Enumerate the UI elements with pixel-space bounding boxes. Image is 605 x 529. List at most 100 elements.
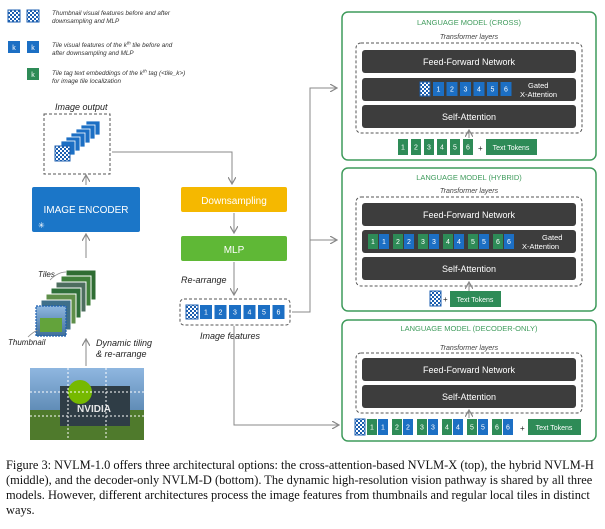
lm-decoder-thumbnail-token (354, 418, 366, 436)
cross-tag-token: 4 (440, 145, 444, 152)
figure-caption: Figure 3: NVLM-1.0 offers three architec… (6, 458, 594, 517)
legend-tile-k1: k (12, 45, 16, 52)
lm-cross-self-attention-block (362, 105, 576, 128)
lm-decoder-title: LANGUAGE MODEL (DECODER-ONLY) (400, 324, 538, 333)
mlp-block (181, 236, 287, 261)
image-feature-token: 6 (277, 310, 281, 317)
lm-decoder-ffn-block (362, 358, 576, 381)
lm-hybrid-transformer-label: Transformer layers (440, 188, 499, 195)
decoder-tag-token-box (442, 419, 452, 435)
cross-tag-token-box (437, 139, 447, 155)
lm-cross-title: LANGUAGE MODEL (CROSS) (417, 18, 521, 27)
legend-tile-line1: Tile visual features of the kth tile bef… (52, 41, 173, 50)
image-feature-token-box (243, 305, 256, 319)
image-features-thumbnail-token (185, 304, 199, 320)
cross-gated-token: 1 (437, 87, 441, 94)
hybrid-tag-token: 2 (396, 239, 400, 246)
image-feature-token-box (258, 305, 270, 319)
decoder-tag-token-box (417, 419, 427, 435)
legend-tile-icons: k k (8, 41, 39, 53)
photo-logo-text: NVIDIA (77, 404, 111, 415)
lm-cross-text-tokens-label: Text Tokens (493, 145, 530, 152)
decoder-tag-token: 5 (470, 425, 474, 432)
lm-decoder-self-attention-label: Self-Attention (442, 392, 496, 402)
image-feature-token-box (272, 305, 285, 319)
lm-cross-transformer-label: Transformer layers (440, 34, 499, 41)
decoder-tag-token-box (392, 419, 402, 435)
legend-thumb-line2: downsampling and MLP (52, 18, 120, 25)
image-features-box (179, 298, 291, 326)
image-output-box (43, 113, 111, 175)
lm-cross-ffn-label: Feed-Forward Network (423, 57, 516, 67)
image-feature-token-box (200, 305, 212, 319)
hybrid-tile-token: 3 (432, 239, 436, 246)
lm-decoder-ffn-label: Feed-Forward Network (423, 365, 516, 375)
decoder-tile-token-box (428, 419, 438, 435)
lm-decoder-text-tokens-label: Text Tokens (536, 425, 573, 432)
lm-hybrid-title: LANGUAGE MODEL (HYBRID) (416, 173, 522, 182)
hybrid-tag-token: 4 (446, 239, 450, 246)
rearrange-label: Re-arrange (181, 275, 227, 285)
image-feature-token-box (229, 305, 241, 319)
dynamic-tiling-label-2: & re-arrange (96, 349, 147, 359)
lm-decoder-transformer-label: Transformer layers (440, 345, 499, 352)
hybrid-tag-token-box (418, 234, 428, 249)
legend-tag-k: k (31, 72, 35, 79)
cross-tag-token-box (398, 139, 408, 155)
cross-gated-token-box (460, 82, 471, 96)
legend-tile-k2: k (31, 45, 35, 52)
hybrid-tag-token: 5 (471, 239, 475, 246)
hybrid-tag-token: 1 (371, 239, 375, 246)
image-output-tile-stack (54, 120, 101, 162)
decoder-tile-token: 6 (506, 425, 510, 432)
decoder-tile-token-box (453, 419, 463, 435)
image-feature-token-box (214, 305, 227, 319)
cross-tag-token-box (450, 139, 460, 155)
legend-thumbnail-icons (7, 9, 40, 23)
hybrid-tile-token-box (479, 234, 489, 249)
cross-gated-token: 2 (450, 87, 454, 94)
decoder-tile-token-box (503, 419, 513, 435)
hybrid-tile-token-box (504, 234, 514, 249)
lm-decoder-panel: LANGUAGE MODEL (DECODER-ONLY) Transforme… (341, 319, 597, 442)
decoder-tag-token-box (367, 419, 377, 435)
decoder-tag-token: 4 (445, 425, 449, 432)
cross-gated-token-box (446, 82, 458, 96)
legend-tag-line2: for image tile localization (52, 78, 121, 85)
downsampling-label: Downsampling (201, 196, 267, 207)
lm-cross-text-tokens (486, 139, 537, 155)
image-feature-token: 2 (219, 310, 223, 317)
image-features-label: Image features (200, 331, 261, 341)
snowflake-icon: ✳ (38, 221, 45, 230)
cross-gated-token: 3 (464, 87, 468, 94)
decoder-tag-token: 1 (370, 425, 374, 432)
image-feature-token: 4 (248, 310, 252, 317)
cross-gated-token-box (500, 82, 512, 96)
lm-cross-gated-label-2: X-Attention (520, 90, 557, 99)
decoder-tile-token-box (378, 419, 388, 435)
image-encoder-block (32, 187, 140, 232)
cross-tag-token: 6 (466, 145, 470, 152)
hybrid-tag-token: 3 (421, 239, 425, 246)
lm-hybrid-thumbnail-token (429, 290, 442, 307)
image-encoder-label: IMAGE ENCODER (43, 205, 128, 216)
lm-hybrid-panel: LANGUAGE MODEL (HYBRID) Transformer laye… (341, 167, 597, 312)
hybrid-tile-token-box (404, 234, 414, 249)
cross-tag-token-box (424, 139, 434, 155)
legend: Thumbnail visual features before and aft… (7, 9, 185, 85)
cross-tag-token: 1 (401, 145, 405, 152)
cross-gated-token: 6 (504, 87, 508, 94)
cross-gated-token: 4 (477, 87, 481, 94)
lm-cross-gated-tokens: 1 2 3 4 5 6 (433, 82, 512, 96)
cross-gated-token: 5 (491, 87, 495, 94)
legend-tag-line1: Tile tag text embeddings of the kth tag … (52, 69, 185, 78)
cross-tag-token: 5 (453, 145, 457, 152)
hybrid-tile-token: 6 (507, 239, 511, 246)
cross-tag-token-box (411, 139, 421, 155)
decoder-tile-token: 1 (381, 425, 385, 432)
